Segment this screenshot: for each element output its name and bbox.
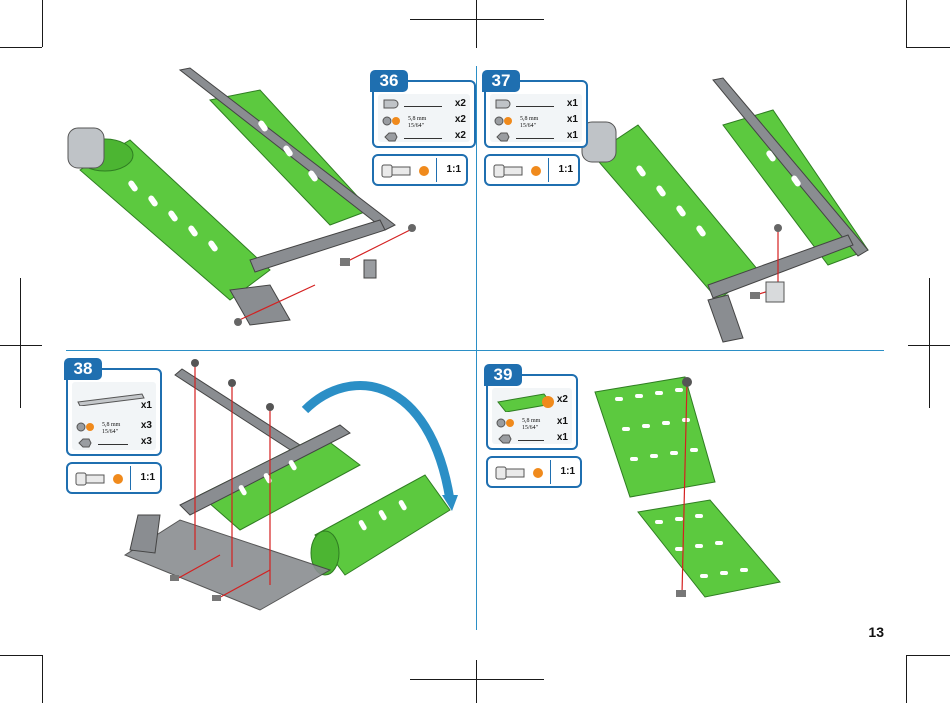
panel-divider-horizontal	[66, 350, 884, 351]
part-qty: x1	[557, 432, 568, 443]
part-row-nut: x1	[494, 130, 578, 144]
crop-mark	[906, 0, 907, 47]
nut-icon	[76, 436, 94, 450]
bracket-icon	[494, 98, 512, 112]
part-row-nut: x3	[76, 436, 152, 450]
page-number: 13	[868, 624, 884, 640]
part-qty: x1	[141, 400, 152, 411]
nut-icon	[382, 130, 400, 144]
part-qty: x2	[455, 114, 466, 125]
bolt-icon	[76, 420, 98, 434]
crop-mark	[906, 655, 907, 703]
bolt-icon	[494, 114, 516, 128]
part-qty: x1	[567, 130, 578, 141]
scale-label: 1:1	[447, 164, 461, 175]
part-qty: x1	[567, 114, 578, 125]
scale-label: 1:1	[559, 164, 573, 175]
part-qty: x1	[557, 416, 568, 427]
bracket-icon	[382, 98, 400, 112]
step-38-scale-card: 1:1	[66, 462, 162, 494]
plate-icon	[496, 392, 558, 412]
part-qty: x2	[455, 130, 466, 141]
step-number: 36	[370, 70, 408, 92]
screw-scale-icon	[380, 162, 430, 180]
registration-mark	[410, 19, 544, 20]
scale-label: 1:1	[141, 472, 155, 483]
scale-label: 1:1	[561, 466, 575, 477]
part-row-bracket: x1	[494, 98, 578, 112]
step-39-illustration	[590, 372, 790, 612]
registration-mark	[476, 660, 477, 703]
crop-mark	[42, 655, 43, 703]
crop-mark	[0, 655, 42, 656]
registration-mark	[476, 0, 477, 48]
step-36-scale-card: 1:1	[372, 154, 468, 186]
crop-mark	[42, 0, 43, 47]
nut-icon	[494, 130, 512, 144]
registration-mark	[0, 345, 42, 346]
nut-icon	[496, 432, 514, 446]
step-38-illustration	[120, 355, 470, 620]
crop-mark	[906, 655, 950, 656]
registration-mark	[20, 278, 21, 408]
part-qty: x1	[567, 98, 578, 109]
registration-mark	[410, 679, 544, 680]
part-row-nut: x2	[382, 130, 466, 144]
step-number: 38	[64, 358, 102, 380]
part-qty: x2	[557, 394, 568, 405]
screw-scale-icon	[74, 470, 124, 488]
part-qty: x3	[141, 420, 152, 431]
crop-mark	[906, 47, 950, 48]
strip-icon	[76, 392, 146, 406]
bolt-icon	[382, 114, 404, 128]
step-number: 37	[482, 70, 520, 92]
registration-mark	[929, 278, 930, 408]
screw-scale-icon	[492, 162, 542, 180]
part-row-bracket: x2	[382, 98, 466, 112]
step-37-illustration	[578, 70, 888, 350]
step-37-scale-card: 1:1	[484, 154, 580, 186]
panel-divider-vertical	[476, 66, 477, 630]
part-row-plate: x2	[496, 394, 568, 408]
step-number: 39	[484, 364, 522, 386]
part-qty: x2	[455, 98, 466, 109]
part-qty: x3	[141, 436, 152, 447]
screw-scale-icon	[494, 464, 544, 482]
bolt-icon	[496, 416, 518, 430]
crop-mark	[0, 47, 42, 48]
step-39-scale-card: 1:1	[486, 456, 582, 488]
registration-mark	[908, 345, 950, 346]
part-row-strip: x1	[76, 392, 152, 406]
part-row-nut: x1	[496, 432, 568, 446]
